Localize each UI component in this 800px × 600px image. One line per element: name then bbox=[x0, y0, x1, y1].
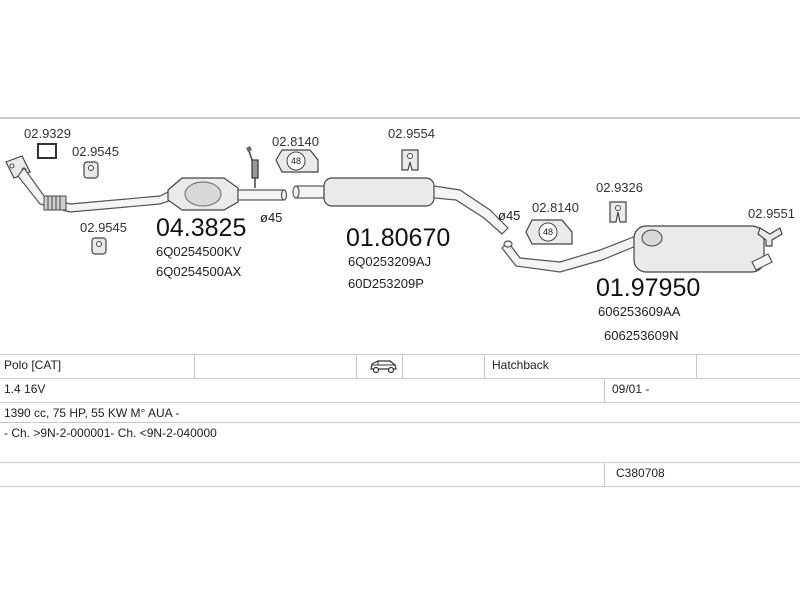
hanger-left-top-icon bbox=[83, 161, 99, 179]
ref-gasket-front: 02.8140 bbox=[272, 134, 319, 149]
ref-tailpipe: 02.9551 bbox=[748, 206, 795, 221]
car-hatchback-icon bbox=[364, 355, 402, 379]
ref-hanger-left-top: 02.9545 bbox=[72, 144, 119, 159]
info-row-engine: 1.4 16V 09/01 - bbox=[0, 378, 800, 403]
diameter-front: ø45 bbox=[260, 210, 282, 225]
gasket-rear-badge: 48 bbox=[543, 227, 553, 237]
info-row-specs: 1390 cc, 75 HP, 55 KW M° AUA - bbox=[0, 402, 800, 423]
gasket-front-icon: 48 bbox=[275, 149, 319, 173]
hanger-left-bottom-icon bbox=[91, 237, 107, 255]
part-number-middle: 01.80670 bbox=[346, 224, 450, 252]
oem-rear-1: 606253609AA bbox=[598, 304, 681, 319]
oem-cat-2: 6Q0254500AX bbox=[156, 264, 242, 279]
flex-joint-icon bbox=[43, 195, 67, 211]
oem-cat-1: 6Q0254500KV bbox=[156, 244, 242, 259]
oem-rear-2: 606253609N bbox=[604, 328, 678, 343]
body-type: Hatchback bbox=[492, 358, 549, 372]
exhaust-diagram: 48 48 bbox=[0, 117, 800, 343]
catalog-code: C380708 bbox=[616, 466, 665, 480]
lambda-sensor-icon bbox=[246, 146, 259, 188]
oem-middle-2: 60D253209P bbox=[348, 276, 424, 291]
clamp-icon bbox=[37, 143, 57, 159]
info-bottom-rule bbox=[0, 486, 800, 488]
catalytic-converter-icon bbox=[167, 177, 288, 211]
chassis-range: - Ch. >9N-2-000001- Ch. <9N-2-040000 bbox=[4, 426, 217, 440]
ref-hanger-left-bottom: 02.9545 bbox=[80, 220, 127, 235]
engine-specs: 1390 cc, 75 HP, 55 KW M° AUA - bbox=[4, 406, 180, 420]
production-date: 09/01 - bbox=[612, 382, 650, 396]
ref-gasket-rear: 02.8140 bbox=[532, 200, 579, 215]
diameter-middle: ø45 bbox=[498, 208, 520, 223]
engine: 1.4 16V bbox=[4, 382, 46, 396]
info-row-code: C380708 bbox=[0, 462, 800, 487]
ref-hanger-rear: 02.9326 bbox=[596, 180, 643, 195]
ref-hanger-middle: 02.9554 bbox=[388, 126, 435, 141]
gasket-front-badge: 48 bbox=[291, 156, 301, 166]
tailpipe-bracket-icon bbox=[757, 227, 783, 247]
rear-silencer-icon bbox=[633, 225, 773, 273]
info-row-model: Polo [CAT] Hatchback bbox=[0, 354, 800, 379]
oem-middle-1: 6Q0253209AJ bbox=[348, 254, 431, 269]
ref-clamp-left-top: 02.9329 bbox=[24, 126, 71, 141]
middle-silencer-icon bbox=[292, 177, 509, 235]
part-number-rear: 01.97950 bbox=[596, 274, 700, 302]
hanger-rear-icon bbox=[609, 201, 627, 223]
hanger-middle-icon bbox=[401, 149, 419, 171]
part-number-cat: 04.3825 bbox=[156, 214, 246, 242]
model-name: Polo [CAT] bbox=[4, 358, 62, 372]
info-row-chassis: - Ch. >9N-2-000001- Ch. <9N-2-040000 bbox=[0, 422, 800, 463]
gasket-rear-icon: 48 bbox=[525, 219, 573, 245]
